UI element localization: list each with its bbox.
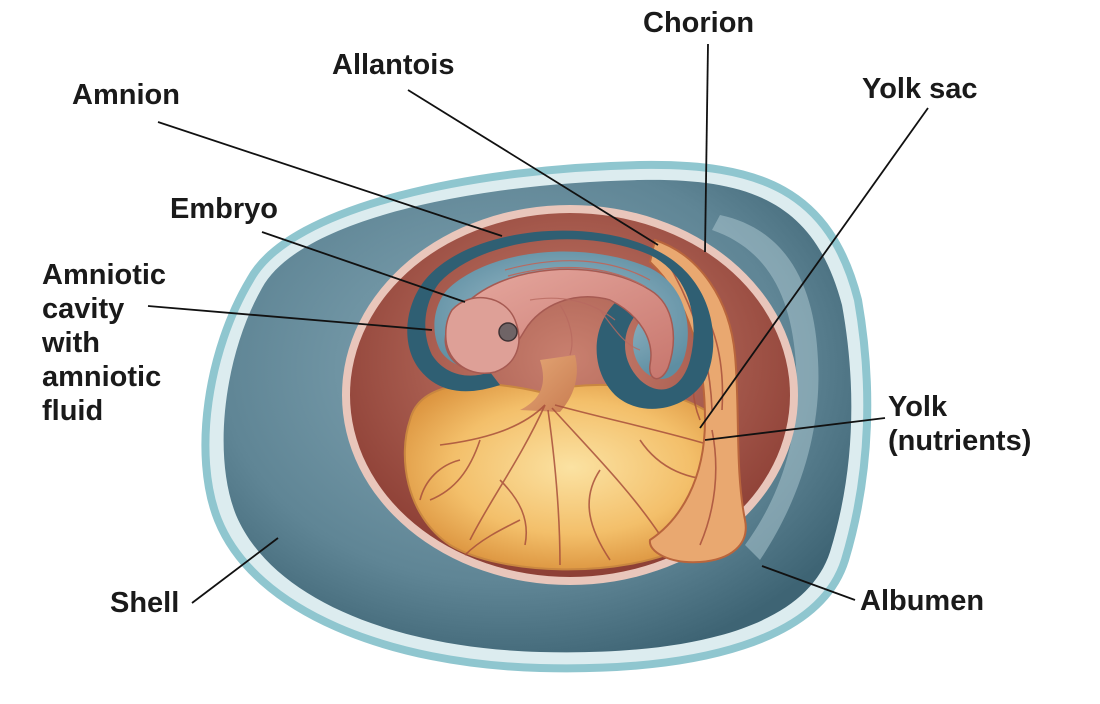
label-amniotic-cavity-line-2: cavity	[42, 293, 125, 325]
label-amniotic-cavity-line-1: Amniotic	[42, 259, 167, 291]
label-amnion: Amnion	[72, 79, 180, 111]
leader-amniotic-cavity	[147, 305, 433, 331]
leader-amnion	[157, 121, 503, 237]
label-albumen: Albumen	[860, 585, 985, 617]
embryo-eye	[498, 322, 518, 342]
label-allantois: Allantois	[332, 49, 455, 81]
amnion	[407, 230, 714, 409]
embryo-vessels	[529, 297, 641, 356]
leader-chorion	[704, 43, 709, 253]
yolk-vessels	[419, 404, 721, 566]
label-amniotic-cavity-line-3: with	[42, 327, 100, 359]
label-amniotic-cavity-line-4: amniotic	[42, 361, 162, 393]
label-amniotic-cavity: Amniotic cavity with amniotic fluid	[42, 258, 166, 428]
allantois	[648, 238, 747, 564]
label-yolk: Yolk (nutrients)	[888, 390, 1031, 458]
leader-albumen	[761, 565, 856, 601]
leader-lines	[147, 43, 929, 604]
label-chorion: Chorion	[643, 7, 755, 39]
leader-allantois	[407, 89, 659, 246]
albumen-inner-layer	[712, 215, 819, 560]
label-yolk-line-1: Yolk	[888, 391, 948, 423]
embryo-somites	[504, 260, 651, 288]
leader-shell	[191, 537, 279, 604]
label-embryo: Embryo	[170, 193, 278, 225]
label-amniotic-cavity-line-5: fluid	[42, 395, 104, 427]
yolk-stalk	[520, 355, 577, 412]
label-yolk-line-2: (nutrients)	[888, 425, 1032, 457]
leader-embryo	[261, 231, 466, 303]
leader-yolk	[704, 417, 886, 441]
label-yolk-sac: Yolk sac	[862, 73, 978, 105]
label-shell: Shell	[110, 587, 180, 619]
leader-yolk-sac	[699, 107, 929, 429]
embryo-head	[445, 296, 520, 374]
